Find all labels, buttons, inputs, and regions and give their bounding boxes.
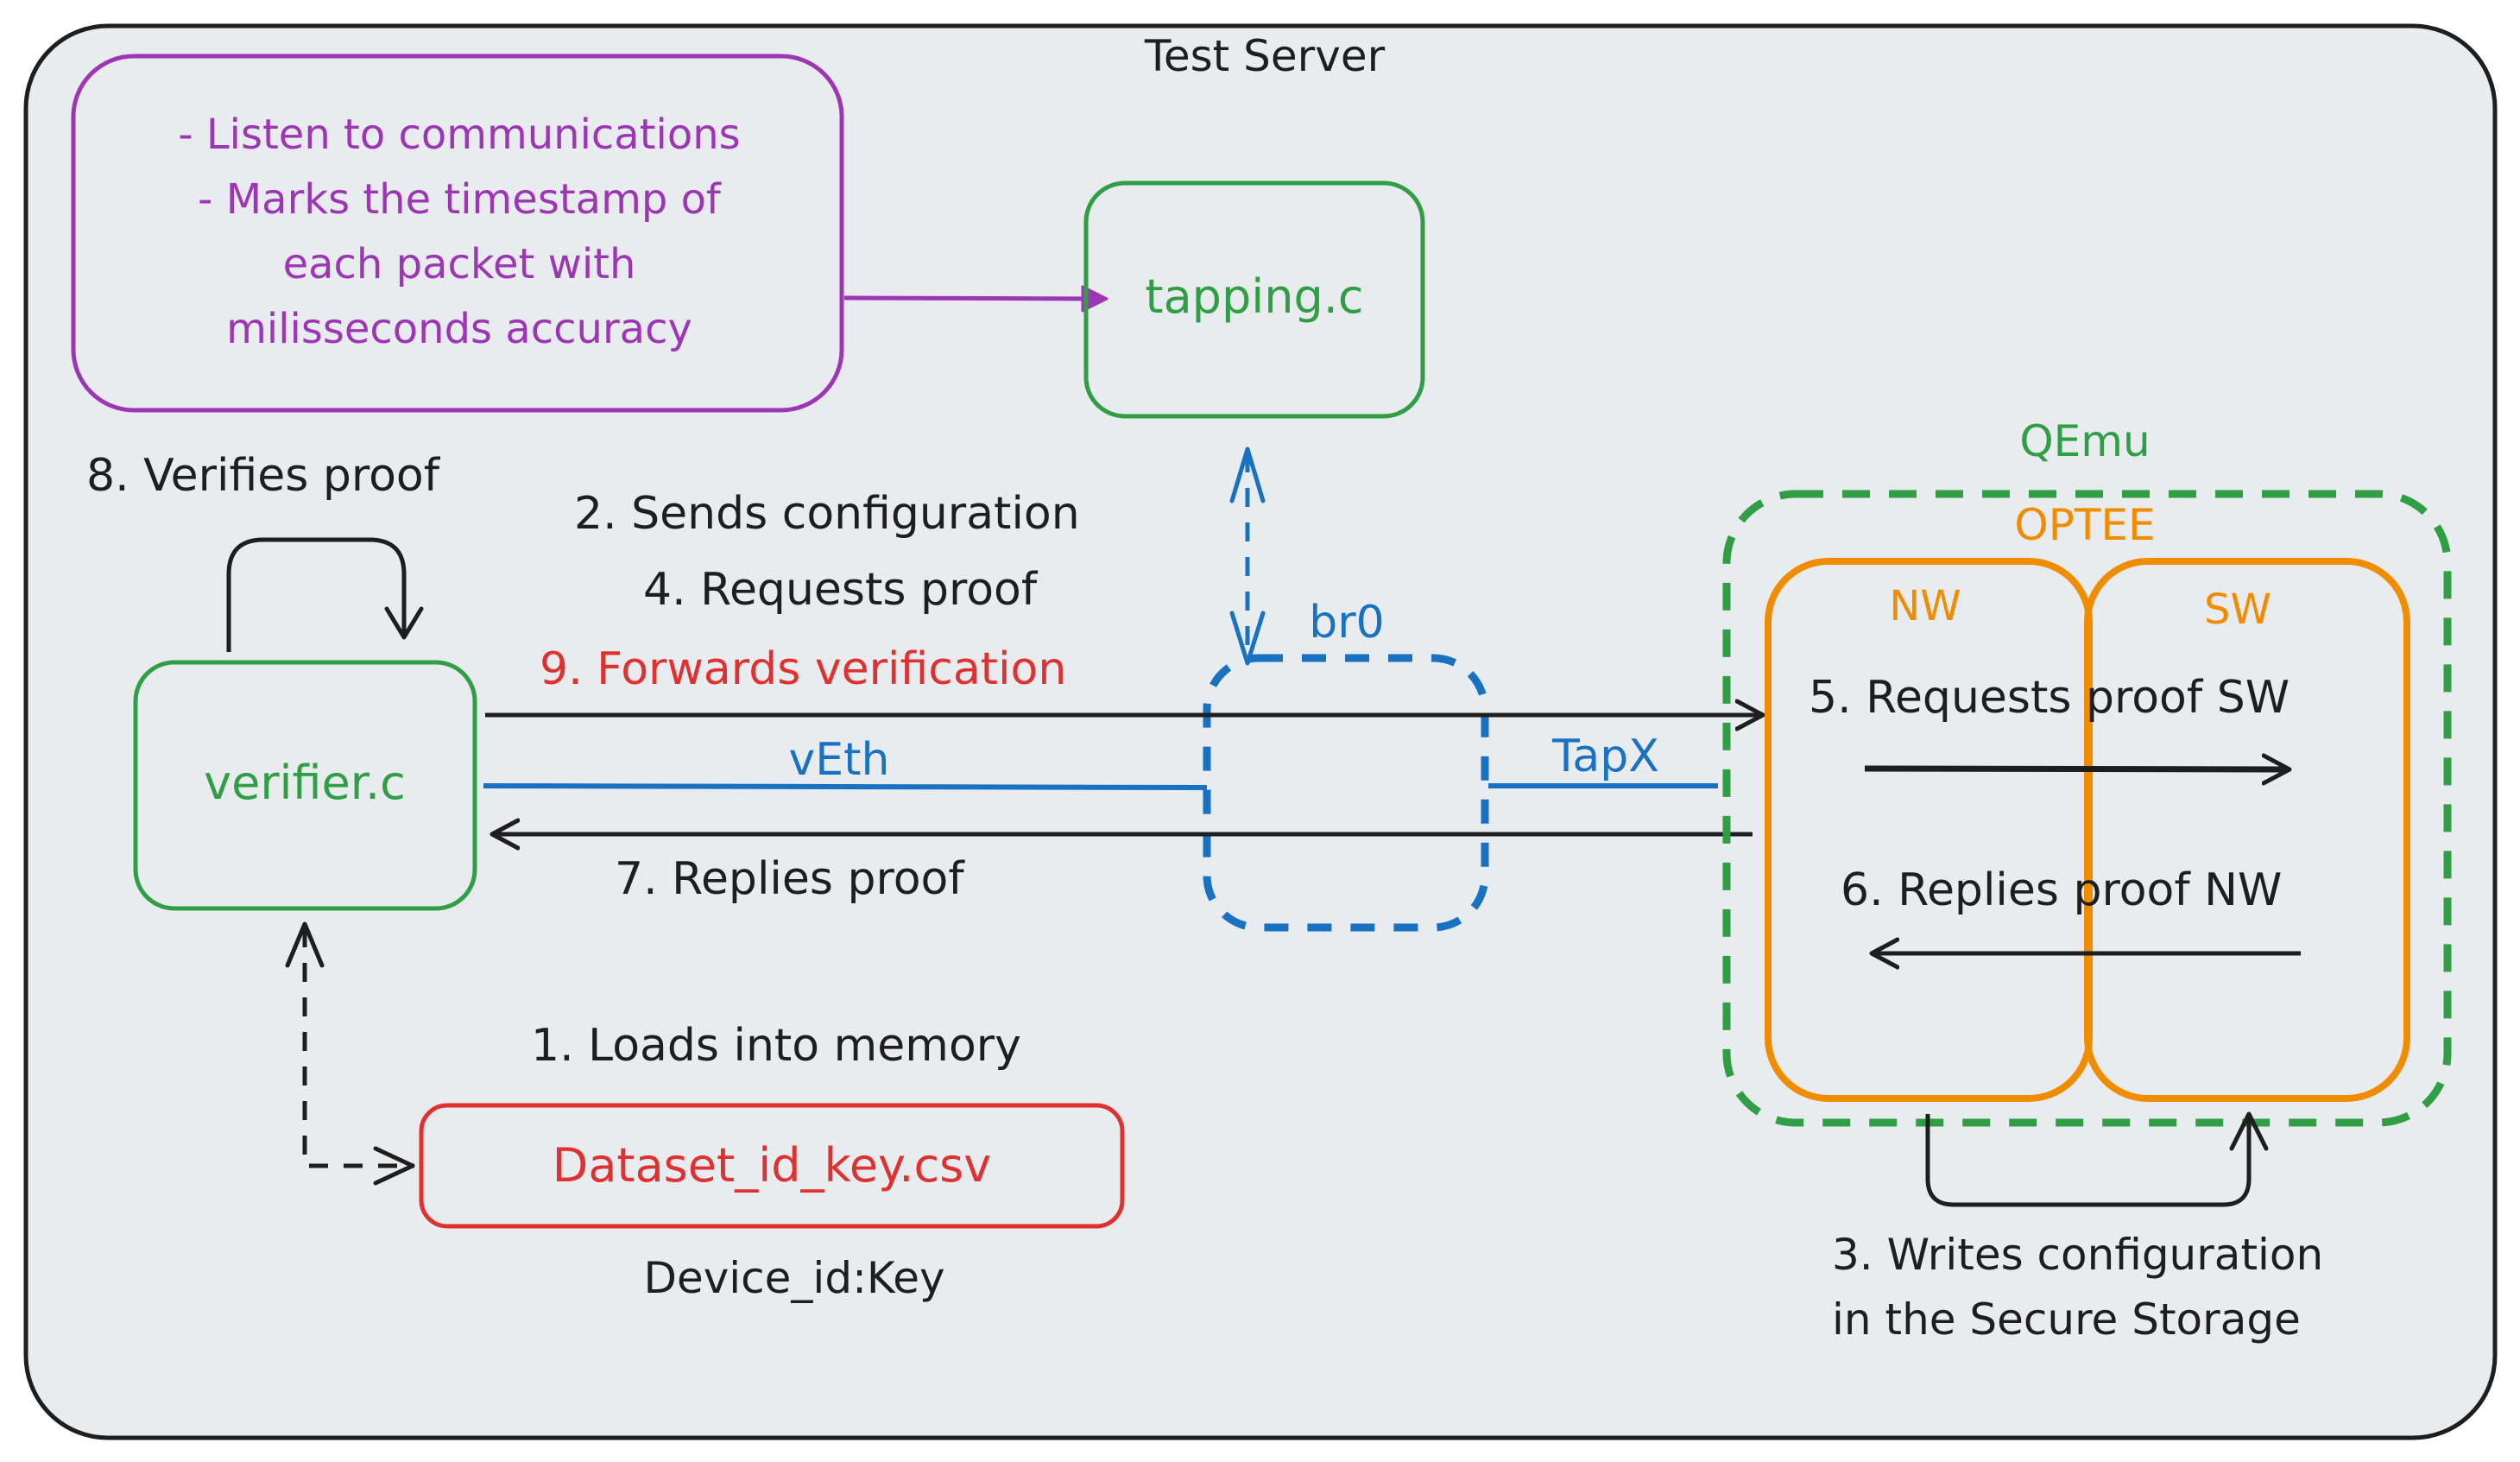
tapping-node[interactable] bbox=[1083, 180, 1425, 419]
note-to-tapping-arrow bbox=[843, 285, 1108, 313]
dataset-caption: Device_id:Key bbox=[643, 1253, 944, 1303]
verifier-dataset-arrowhead-up bbox=[285, 921, 325, 968]
self-verify-loop bbox=[226, 537, 407, 652]
sw-world-box[interactable] bbox=[2084, 558, 2410, 1102]
note-line-3: each packet with bbox=[283, 240, 636, 288]
sw-label: SW bbox=[2204, 585, 2271, 634]
tapping-bridge-arrowhead-up bbox=[1229, 446, 1266, 503]
step-8-label: 8. Verifies proof bbox=[86, 450, 441, 502]
step-5-label: 5. Requests proof SW bbox=[1809, 672, 2289, 724]
qemu-frame bbox=[1722, 490, 2452, 1127]
bridge-label: br0 bbox=[1309, 597, 1384, 649]
step-3-label-line-2: in the Secure Storage bbox=[1832, 1294, 2301, 1345]
self-verify-arrowhead bbox=[384, 606, 424, 640]
step-6-label: 6. Replies proof NW bbox=[1841, 864, 2282, 916]
note-line-2: - Marks the timestamp of bbox=[198, 175, 722, 224]
note-box bbox=[71, 54, 844, 413]
verifier-dataset-link bbox=[302, 928, 414, 1168]
test-server-title: Test Server bbox=[1144, 31, 1386, 81]
test-server-frame bbox=[23, 23, 2498, 1440]
tapping-label: tapping.c bbox=[1145, 269, 1363, 324]
veth-label: vEth bbox=[789, 734, 890, 786]
step-9-label: 9. Forwards verification bbox=[540, 643, 1066, 695]
secure-storage-arrowhead bbox=[2229, 1111, 2269, 1151]
veth-link bbox=[483, 783, 1208, 790]
bridge-node[interactable] bbox=[1203, 654, 1489, 932]
step-4-label: 4. Requests proof bbox=[643, 564, 1039, 616]
step-2-label: 2. Sends configuration bbox=[574, 488, 1080, 540]
optee-label: OPTEE bbox=[2014, 500, 2155, 550]
note-line-1: - Listen to communications bbox=[178, 111, 740, 159]
note-line-4: milisseconds accuracy bbox=[226, 305, 692, 353]
step-3-label-line-1: 3. Writes configuration bbox=[1832, 1230, 2323, 1280]
tapx-label: TapX bbox=[1551, 731, 1659, 782]
verifier-node[interactable] bbox=[133, 660, 477, 911]
step-1-label: 1. Loads into memory bbox=[531, 1020, 1021, 1072]
qemu-label: QEmu bbox=[2019, 416, 2150, 466]
nw-label: NW bbox=[1889, 582, 1961, 630]
dataset-node[interactable] bbox=[419, 1103, 1125, 1229]
dataset-label: Dataset_id_key.csv bbox=[553, 1138, 992, 1193]
verifier-dataset-arrowhead-right bbox=[373, 1146, 415, 1186]
secure-storage-loop bbox=[1925, 1114, 2252, 1207]
verifier-label: verifier.c bbox=[204, 756, 406, 810]
step-7-label: 7. Replies proof bbox=[615, 853, 965, 905]
